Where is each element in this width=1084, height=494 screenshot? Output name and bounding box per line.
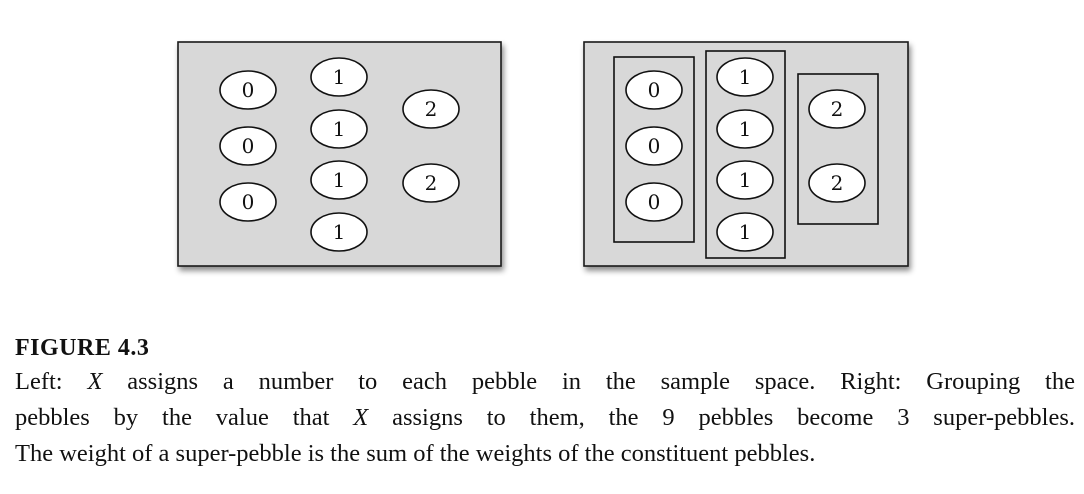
pebble: 0 — [625, 182, 683, 222]
pebble: 0 — [625, 70, 683, 110]
figure-caption: FIGURE 4.3 Left: X assigns a number to e… — [15, 332, 1075, 472]
pebble-shape — [716, 160, 774, 200]
pebble-shape — [219, 126, 277, 166]
figure-label: FIGURE 4.3 — [15, 335, 150, 361]
pebble-value-label: 1 — [333, 168, 346, 192]
pebble-shape — [310, 109, 368, 149]
pebble-shape — [219, 182, 277, 222]
pebble-value-label: 1 — [739, 117, 752, 141]
caption-line: pebbles by the value that X assigns to t… — [15, 404, 1075, 431]
pebble-shape — [402, 163, 460, 203]
pebble: 1 — [310, 57, 368, 97]
pebble-value-label: 0 — [242, 134, 255, 158]
super-pebble-box — [613, 56, 695, 243]
pebble-figure: 0 0 0 1 1 1 1 2 2 0 0 0 1 1 1 1 2 2 — [177, 41, 909, 267]
pebble: 1 — [716, 109, 774, 149]
variable-x: X — [353, 404, 369, 431]
pebble: 2 — [402, 89, 460, 129]
pebble-value-label: 1 — [333, 220, 346, 244]
left-sample-space-panel: 0 0 0 1 1 1 1 2 2 — [177, 41, 502, 267]
pebble: 0 — [625, 126, 683, 166]
pebble: 1 — [310, 160, 368, 200]
pebble-value-label: 2 — [425, 171, 438, 195]
pebble: 0 — [219, 70, 277, 110]
pebble-value-label: 0 — [648, 78, 661, 102]
caption-text: Left: X assigns a number to each pebble … — [15, 364, 1075, 472]
pebble-shape — [625, 126, 683, 166]
pebble-value-label: 2 — [831, 97, 844, 121]
pebble-value-label: 1 — [333, 117, 346, 141]
pebble: 0 — [219, 182, 277, 222]
pebble: 2 — [402, 163, 460, 203]
pebble-value-label: 1 — [739, 220, 752, 244]
pebble-value-label: 1 — [739, 65, 752, 89]
pebble: 1 — [310, 212, 368, 252]
pebble-shape — [808, 89, 866, 129]
pebble-shape — [808, 163, 866, 203]
pebble-value-label: 2 — [425, 97, 438, 121]
pebble-value-label: 2 — [831, 171, 844, 195]
pebble-shape — [625, 70, 683, 110]
pebble-value-label: 0 — [242, 78, 255, 102]
pebble-shape — [310, 57, 368, 97]
pebble-value-label: 0 — [648, 134, 661, 158]
caption-line: Left: X assigns a number to each pebble … — [15, 368, 1075, 395]
pebble-value-label: 0 — [242, 190, 255, 214]
pebble: 2 — [808, 89, 866, 129]
pebble-shape — [310, 160, 368, 200]
pebble-value-label: 0 — [648, 190, 661, 214]
pebble-shape — [310, 212, 368, 252]
pebble-shape — [716, 57, 774, 97]
pebble: 0 — [219, 126, 277, 166]
pebble: 1 — [716, 212, 774, 252]
right-grouped-panel: 0 0 0 1 1 1 1 2 2 — [583, 41, 909, 267]
pebble-shape — [219, 70, 277, 110]
pebble: 2 — [808, 163, 866, 203]
pebble-shape — [625, 182, 683, 222]
super-pebble-box — [705, 50, 786, 259]
pebble-shape — [716, 109, 774, 149]
pebble-shape — [716, 212, 774, 252]
variable-x: X — [87, 368, 103, 395]
pebble-value-label: 1 — [739, 168, 752, 192]
pebble: 1 — [716, 160, 774, 200]
pebble-shape — [402, 89, 460, 129]
pebble: 1 — [716, 57, 774, 97]
caption-line: The weight of a super-pebble is the sum … — [15, 440, 816, 467]
super-pebble-box — [797, 73, 879, 225]
pebble-value-label: 1 — [333, 65, 346, 89]
pebble: 1 — [310, 109, 368, 149]
